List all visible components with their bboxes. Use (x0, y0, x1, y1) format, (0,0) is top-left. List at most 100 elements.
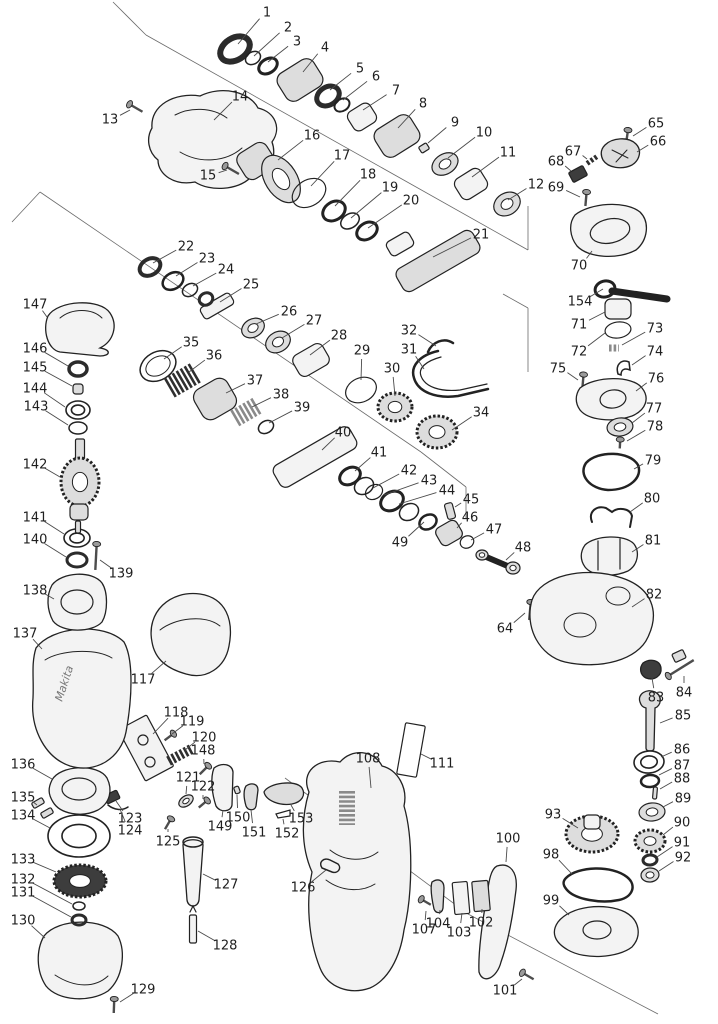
leader-line (460, 912, 463, 924)
callout-152: 152 (275, 818, 299, 842)
part-number-label: 141 (23, 511, 48, 526)
part-21 (395, 229, 481, 293)
part-38 (230, 397, 262, 427)
part-71 (604, 298, 632, 320)
part-number-label: 73 (647, 322, 664, 337)
leader-line (221, 809, 224, 818)
callout-111: 111 (420, 753, 454, 772)
part-103 (451, 880, 471, 916)
part-78 (615, 436, 625, 449)
part-number-label: 6 (372, 70, 380, 85)
part-number-label: 85 (675, 709, 692, 724)
part-number-label: 47 (486, 523, 503, 538)
leader-line (236, 794, 238, 809)
part-10 (431, 152, 459, 176)
leader-line (44, 543, 67, 558)
part-detail (329, 849, 379, 860)
part-detail (605, 586, 631, 606)
part-148 (198, 761, 213, 776)
part-number-label: 10 (476, 126, 493, 141)
callout-75: 75 (550, 362, 579, 381)
part-number-label: 65 (648, 117, 665, 132)
callout-82: 82 (631, 588, 662, 608)
callout-36: 36 (188, 349, 222, 373)
leader-line (588, 311, 606, 321)
callout-10: 10 (447, 126, 493, 159)
part-93 (564, 814, 620, 854)
part-number-label: 100 (496, 832, 521, 847)
callout-89: 89 (662, 792, 691, 808)
part-detail (353, 476, 375, 496)
part-76 (575, 378, 647, 421)
callout-70: 70 (571, 250, 593, 274)
part-66 (600, 138, 641, 169)
leader-line (447, 136, 476, 159)
part-number-label: 14 (232, 90, 249, 105)
callout-9: 9 (427, 116, 459, 144)
callout-16: 16 (277, 129, 320, 161)
part-number-label: 129 (131, 983, 156, 998)
part-number-label: 88 (674, 772, 691, 787)
part-135 (31, 797, 45, 809)
part-number-label: 127 (214, 878, 239, 893)
part-number-label: 140 (23, 533, 48, 548)
callout-15: 15 (200, 169, 228, 184)
leader-line (302, 53, 319, 73)
part-detail (611, 149, 629, 163)
callout-22: 22 (152, 240, 194, 264)
leader-line (119, 109, 131, 116)
callout-12: 12 (507, 178, 544, 201)
callout-18: 18 (334, 168, 376, 207)
part-149 (211, 763, 234, 812)
leader-line (33, 861, 57, 873)
callout-74: 74 (631, 345, 663, 366)
guide-line-0 (112, 1, 147, 36)
leader-line (451, 416, 472, 431)
callout-104: 104 (426, 909, 450, 932)
leader-line (44, 370, 73, 387)
callout-37: 37 (225, 374, 263, 394)
leader-line (567, 372, 579, 381)
leader-line (418, 334, 437, 347)
part-number-label: 42 (401, 464, 418, 479)
part-24 (181, 282, 199, 298)
leader-line (454, 502, 462, 508)
part-11 (453, 167, 489, 201)
part-31 (411, 349, 490, 398)
callout-25: 25 (219, 278, 259, 303)
part-detail (74, 520, 82, 534)
part-91 (641, 853, 659, 867)
part-90 (633, 828, 667, 854)
part-18 (321, 199, 347, 223)
leader-line (268, 410, 293, 424)
part-number-label: 102 (469, 916, 494, 931)
leader-line (282, 818, 285, 825)
part-143 (68, 421, 88, 435)
part-99 (553, 905, 639, 958)
part-number-label: 69 (548, 181, 565, 196)
part-number-label: 126 (291, 881, 316, 896)
part-number-label: 101 (493, 984, 518, 999)
callout-92: 92 (658, 851, 691, 872)
guide-line-7 (502, 293, 529, 309)
callout-134: 134 (11, 809, 51, 829)
part-detail (182, 836, 204, 848)
callout-20: 20 (367, 194, 419, 229)
leader-line (368, 766, 372, 789)
leader-line (32, 767, 53, 780)
part-number-label: 81 (645, 534, 662, 549)
leader-line (251, 397, 272, 408)
leader-line (311, 869, 327, 882)
leader-line (632, 127, 647, 137)
callout-103: 103 (447, 912, 471, 941)
leader-line (432, 237, 472, 258)
part-36 (163, 362, 203, 398)
callout-93: 93 (545, 808, 579, 829)
callout-4: 4 (302, 41, 329, 73)
callout-44: 44 (398, 484, 455, 505)
callout-131: 131 (11, 886, 72, 918)
callout-73: 73 (621, 322, 664, 346)
callout-138: 138 (23, 584, 55, 600)
part-number-label: 153 (289, 812, 314, 827)
part-number-label: 40 (335, 426, 352, 441)
